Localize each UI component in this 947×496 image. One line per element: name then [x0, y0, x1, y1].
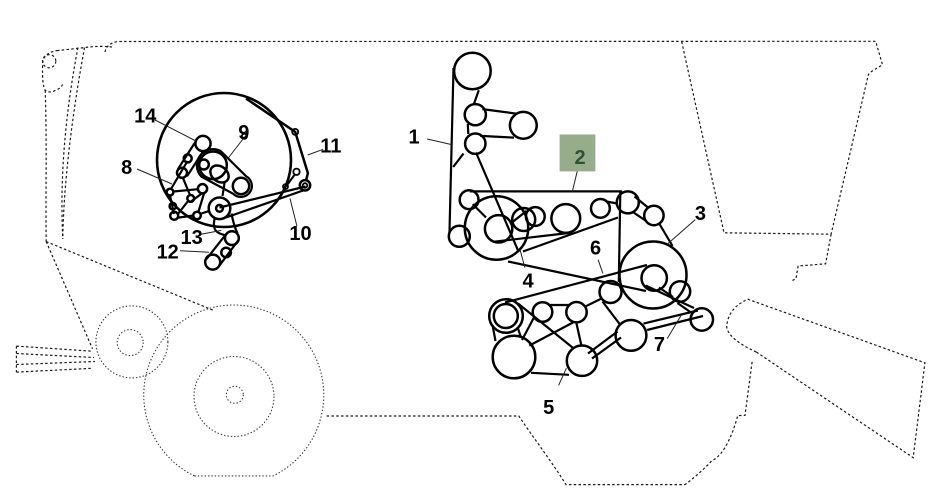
svg-text:5: 5: [543, 397, 554, 419]
svg-text:7: 7: [654, 334, 665, 356]
svg-text:6: 6: [590, 238, 601, 260]
svg-text:3: 3: [695, 203, 706, 225]
svg-text:4: 4: [522, 271, 534, 293]
svg-text:13: 13: [180, 227, 202, 249]
svg-text:12: 12: [157, 242, 179, 264]
svg-text:2: 2: [574, 147, 585, 169]
svg-text:10: 10: [289, 223, 311, 245]
svg-text:8: 8: [121, 157, 132, 179]
svg-text:11: 11: [320, 136, 341, 158]
svg-text:9: 9: [238, 122, 249, 144]
svg-text:14: 14: [134, 106, 157, 128]
svg-text:1: 1: [408, 127, 419, 149]
